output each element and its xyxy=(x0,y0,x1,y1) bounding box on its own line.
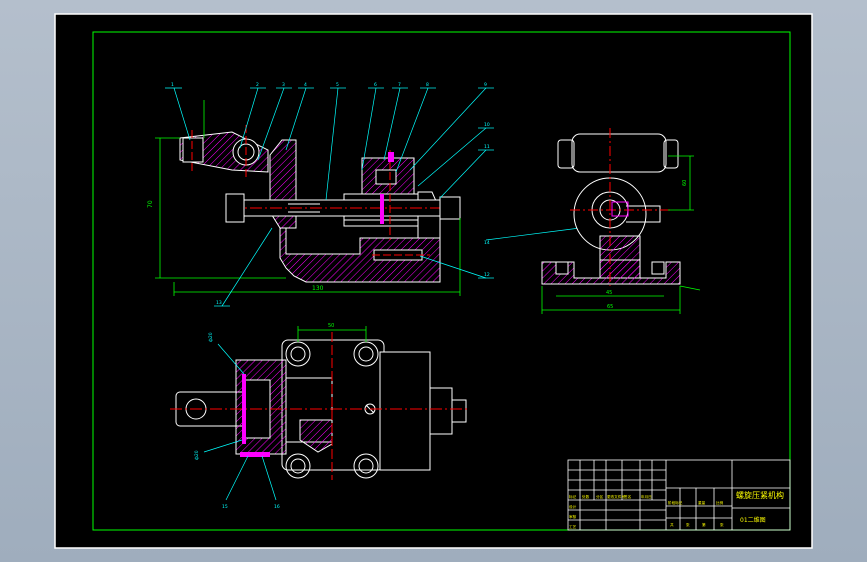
dim-side-width: 65 xyxy=(607,304,613,310)
plan-balloon-labels: ф20 ф20 15 16 xyxy=(194,332,280,510)
tb-stage-0: 阶段标记 xyxy=(668,500,683,505)
dim-front-length: 130 xyxy=(312,285,324,292)
tb-bottom-1: 张 xyxy=(686,522,690,527)
tb-bottom-3: 张 xyxy=(720,522,724,527)
balloon-7: 7 xyxy=(398,82,401,88)
balloon-8: 8 xyxy=(426,82,429,88)
front-leaders xyxy=(165,87,581,307)
tb-row-2: 工艺 xyxy=(569,524,577,529)
balloon-6: 6 xyxy=(374,82,377,88)
tb-bottom-0: 共 xyxy=(670,522,674,527)
title-block-cells: 标记 处数 分区 更改文件号 签名 年月日 设计 审核 工艺 阶段标记 重量 比… xyxy=(569,494,724,529)
plan-balloon-16: 16 xyxy=(274,504,280,510)
drawing-border xyxy=(92,31,791,531)
plan-dimensions xyxy=(297,326,367,342)
balloon-13: 13 xyxy=(216,300,222,306)
tb-header-3: 更改文件号 xyxy=(607,494,625,499)
plan-balloon-15: 15 xyxy=(222,504,228,510)
tb-bottom-2: 第 xyxy=(702,522,706,527)
front-dimensions xyxy=(155,100,461,296)
balloon-1: 1 xyxy=(171,82,174,88)
tb-header-1: 处数 xyxy=(582,494,590,499)
tb-header-4: 签名 xyxy=(624,494,632,499)
balloon-11: 11 xyxy=(484,144,490,150)
tb-row-1: 审核 xyxy=(569,514,577,519)
plan-balloon-phi20-bottom: ф20 xyxy=(194,450,200,460)
tb-header-0: 标记 xyxy=(569,494,577,499)
balloon-14: 14 xyxy=(484,240,490,246)
balloon-12: 12 xyxy=(484,272,490,278)
dim-front-height: 70 xyxy=(147,200,154,208)
plan-balloon-phi20-top: ф20 xyxy=(208,332,214,342)
tb-stage-1: 重量 xyxy=(698,500,706,505)
balloon-10: 10 xyxy=(484,122,490,128)
tb-header-2: 分区 xyxy=(596,494,604,499)
drawing-number: 01二维图 xyxy=(740,516,766,524)
title-block xyxy=(567,459,791,531)
balloon-9: 9 xyxy=(484,82,487,88)
balloon-5: 5 xyxy=(336,82,339,88)
part-name: 螺旋压紧机构 xyxy=(736,490,784,500)
dim-side-inner: 45 xyxy=(606,290,612,296)
tb-header-5: 年月日 xyxy=(641,494,652,499)
side-view xyxy=(541,128,681,286)
dim-plan-top: 50 xyxy=(328,323,334,329)
dim-side-height: 60 xyxy=(682,180,688,186)
plan-view xyxy=(170,332,470,480)
tb-row-0: 设计 xyxy=(569,504,577,509)
balloon-4: 4 xyxy=(304,82,307,88)
side-dimensions xyxy=(541,155,701,314)
front-balloon-labels: 1 2 3 4 5 6 7 8 9 10 11 12 13 14 xyxy=(171,82,490,306)
plan-leaders xyxy=(203,343,277,501)
balloon-2: 2 xyxy=(256,82,259,88)
balloon-3: 3 xyxy=(282,82,285,88)
front-section-view xyxy=(179,125,461,283)
tb-stage-2: 比例 xyxy=(716,500,724,505)
